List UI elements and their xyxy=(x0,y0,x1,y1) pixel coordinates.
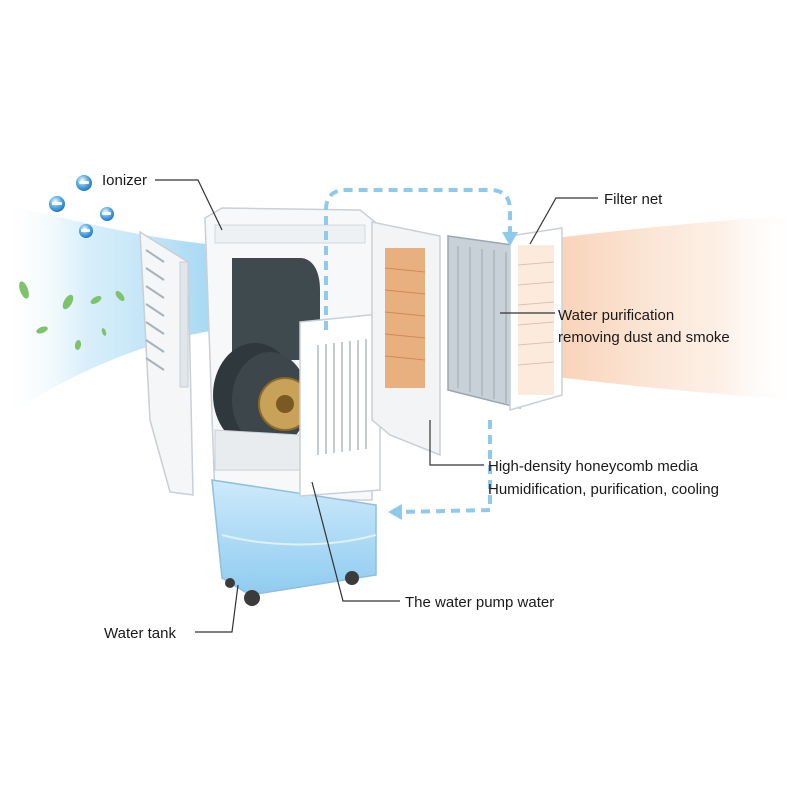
filter-net-label: Filter net xyxy=(604,191,663,208)
water-tank-label: Water tank xyxy=(104,625,176,642)
water-purification-label: Water purification xyxy=(558,307,675,324)
ionizer-bubbles xyxy=(49,175,114,238)
honeycomb-media-label: High-density honeycomb media xyxy=(488,458,699,475)
honeycomb-media-sublabel: Humidification, purification, cooling xyxy=(488,481,719,498)
water-tank-body xyxy=(211,479,377,606)
leader-lines xyxy=(155,179,598,633)
ionizer-label: Ionizer xyxy=(102,172,148,189)
water-pump-label: The water pump water xyxy=(405,594,555,611)
front-grille-panel xyxy=(299,313,381,497)
water-purification-sublabel: removing dust and smoke xyxy=(558,329,730,346)
honeycomb-media-panel xyxy=(447,235,521,409)
flow-arrowheads xyxy=(388,232,518,520)
front-louver-panel xyxy=(139,230,194,496)
water-flow-arrows xyxy=(324,188,512,514)
warm-air-stream xyxy=(540,215,800,400)
honeycomb-frame xyxy=(371,221,441,457)
leaves xyxy=(19,281,125,350)
filter-net-panel xyxy=(509,227,563,411)
